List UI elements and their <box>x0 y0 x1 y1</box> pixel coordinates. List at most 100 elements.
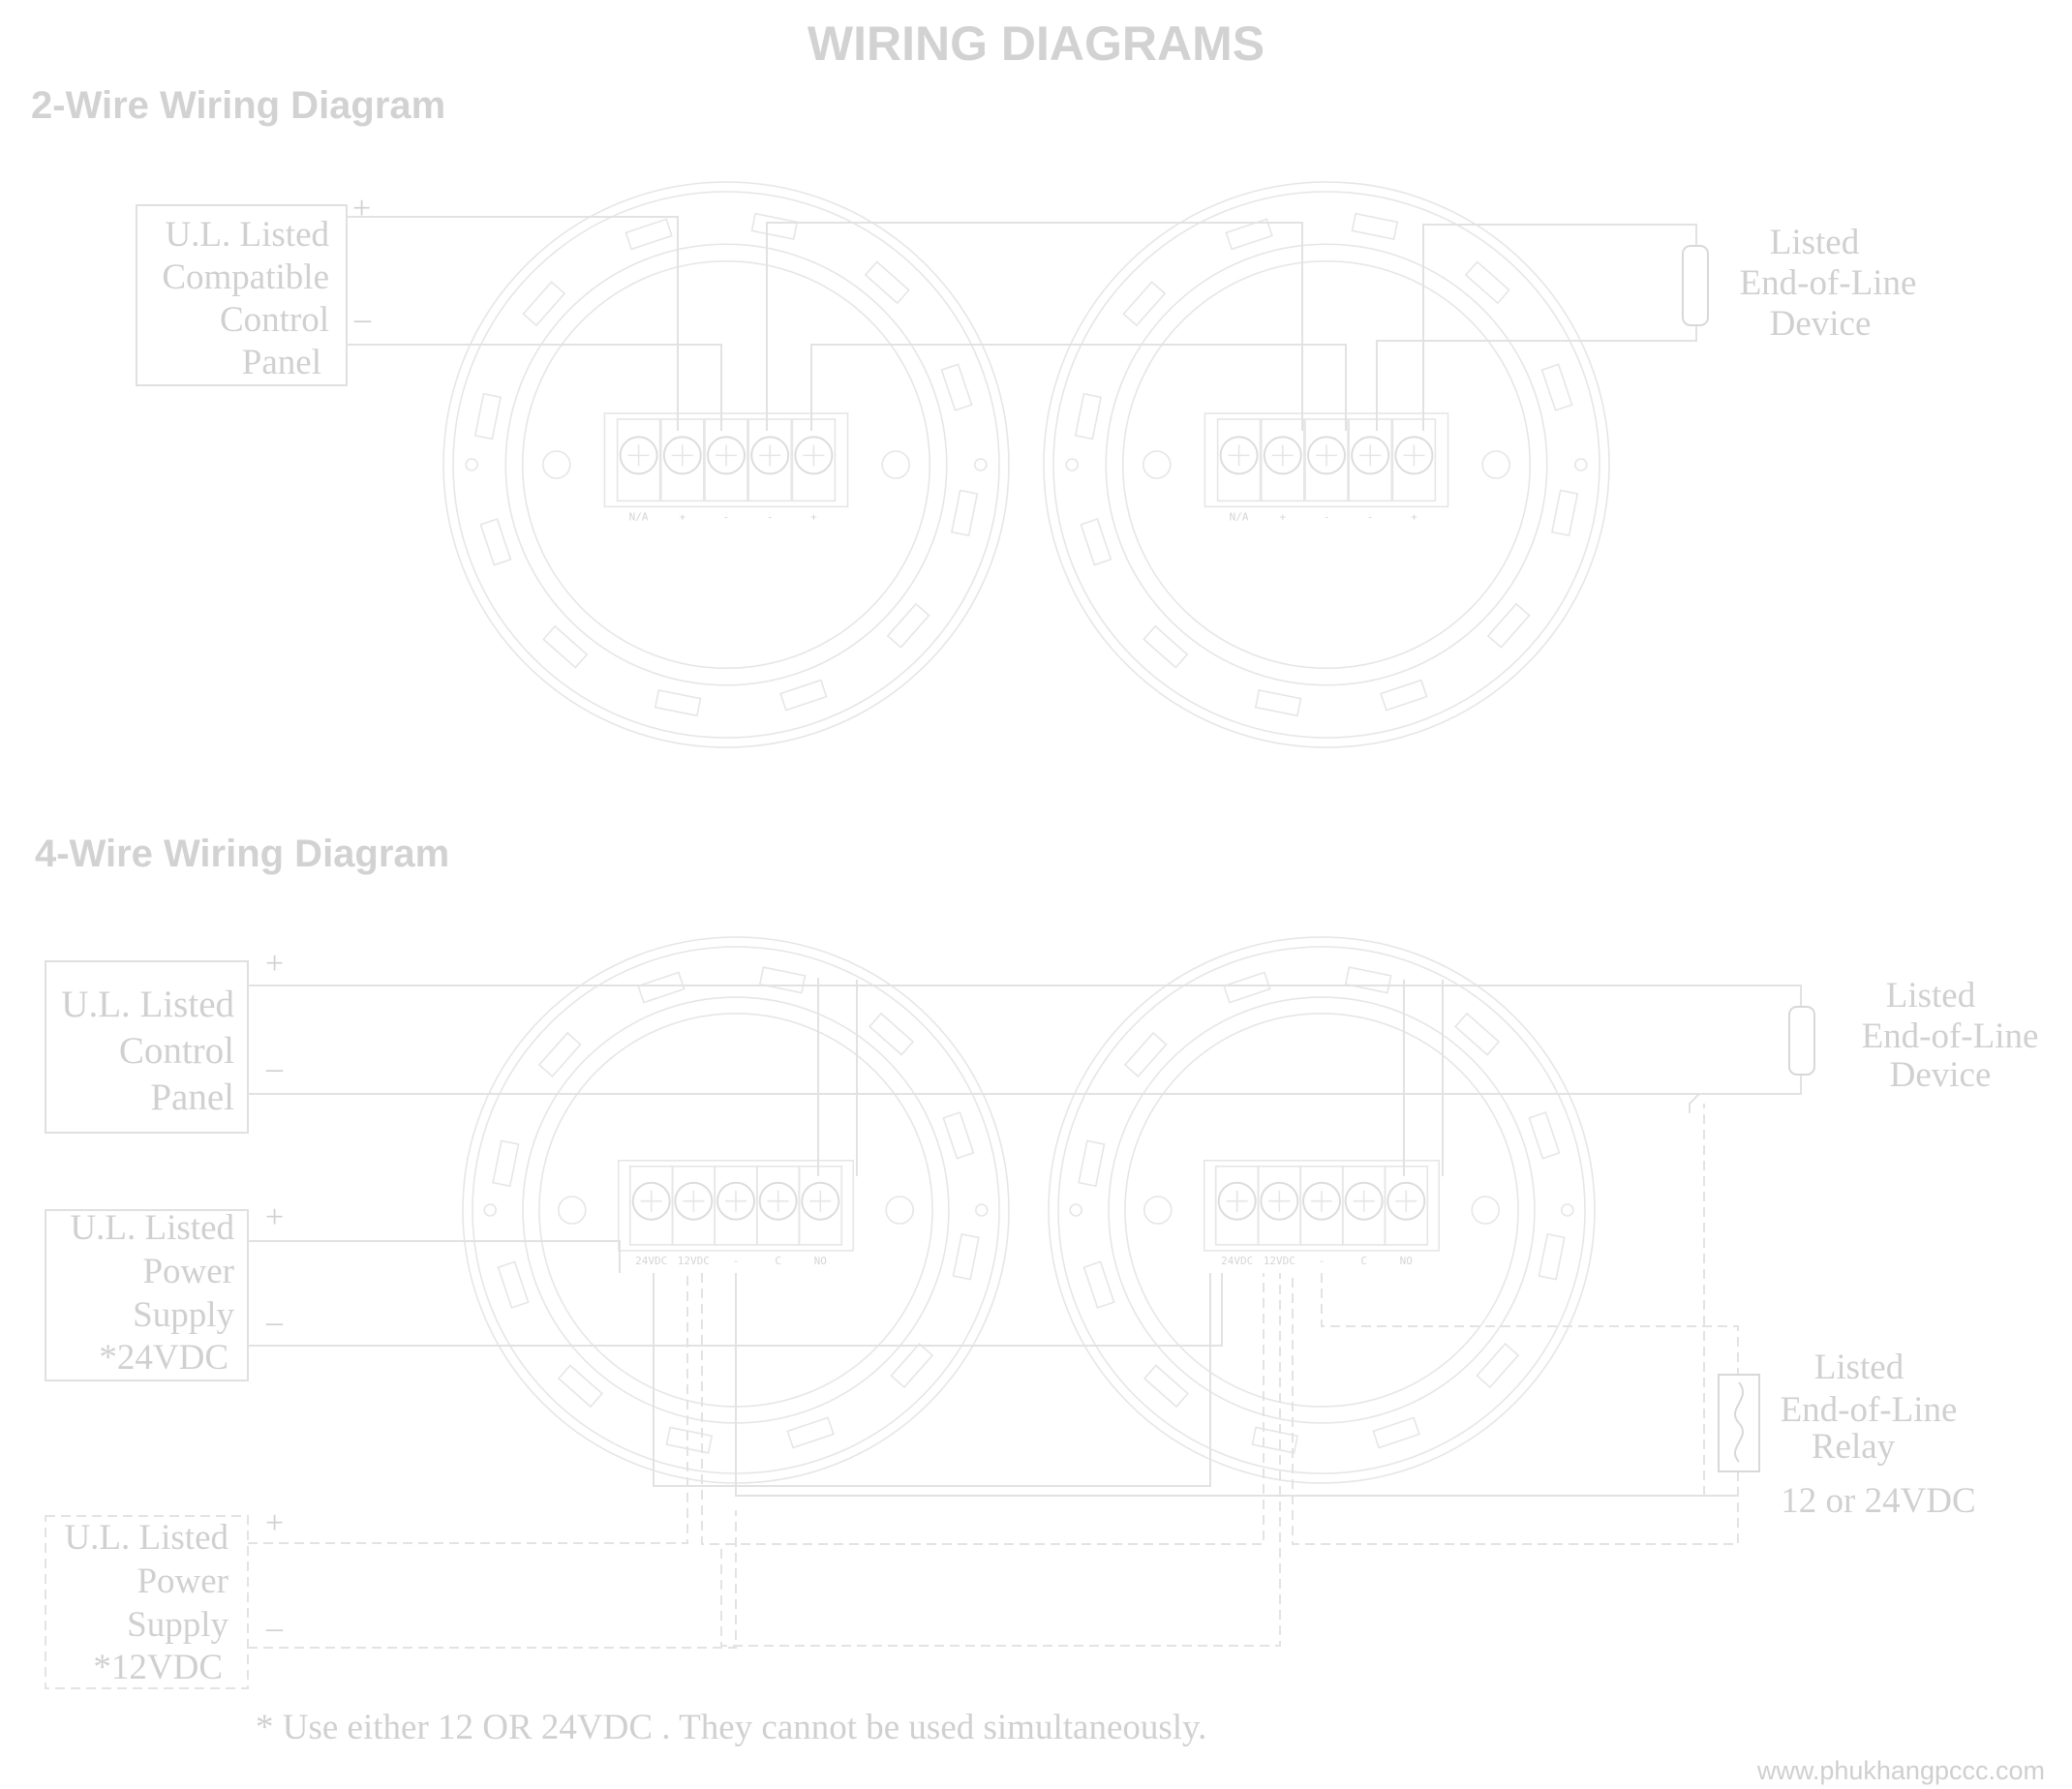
four-wire-panel-plus: + <box>265 946 284 982</box>
mounting-hole-icon <box>1471 1196 1500 1225</box>
mounting-tab <box>654 688 702 717</box>
screw-cross-icon <box>1311 1190 1332 1212</box>
mounting-tab <box>1372 1416 1420 1449</box>
mounting-tab <box>1254 688 1302 717</box>
mounting-tab <box>1082 1260 1115 1309</box>
screw-cross-icon <box>640 1190 662 1212</box>
detector-inner-ring-2 <box>1121 259 1532 670</box>
mounting-hole-icon <box>541 450 571 479</box>
terminal-label: 24VDC <box>1221 1255 1253 1267</box>
two-wire-section: U.L. Listed Compatible Control Panel + –… <box>136 191 1917 431</box>
mounting-tab <box>1351 212 1399 241</box>
four-wire-control-panel-box <box>45 960 249 1134</box>
terminal-label: 24VDC <box>635 1255 667 1267</box>
psu-12-positive-wire <box>248 1273 688 1544</box>
two-wire-detector-2: N/A+--+ <box>1043 181 1610 748</box>
terminal-label: 12VDC <box>678 1255 710 1267</box>
mounting-tab <box>497 1260 530 1309</box>
terminal-label: + <box>1411 510 1417 523</box>
psu-24-plus: + <box>265 1199 284 1235</box>
two-wire-panel-line-1: U.L. Listed <box>165 215 329 255</box>
four-wire-panel-minus: – <box>265 1050 284 1086</box>
terminal-label: N/A <box>629 510 649 523</box>
four-wire-eol-line-2: End-of-Line <box>1862 1016 2039 1056</box>
screw-hole-icon <box>483 1203 498 1217</box>
mounting-tab <box>1344 966 1392 994</box>
mounting-tab <box>522 281 566 327</box>
mounting-tab <box>942 1111 975 1160</box>
page-title: WIRING DIAGRAMS <box>807 16 1265 71</box>
terminal-cell <box>1391 418 1437 502</box>
screw-cross-icon <box>1359 444 1382 467</box>
psu-12-line-4: *12VDC <box>93 1648 223 1687</box>
detector-outer-ring-inner <box>452 191 1000 739</box>
two-wire-eol-device-symbol <box>1682 245 1709 326</box>
mounting-tab <box>1080 518 1112 566</box>
four-wire-eol-line-1: Listed <box>1886 976 1976 1016</box>
mounting-tab <box>779 679 828 712</box>
screw-cross-icon <box>1353 1190 1375 1212</box>
mounting-tab <box>864 260 910 305</box>
mounting-tab <box>1143 624 1189 669</box>
mounting-tab <box>952 1232 980 1281</box>
psu-24-positive-wire <box>248 1240 621 1273</box>
mounting-hole-icon <box>1143 450 1172 479</box>
screw-cross-icon <box>809 1190 832 1212</box>
mounting-hole-icon <box>557 1196 587 1225</box>
terminal-label: + <box>1279 510 1286 523</box>
mounting-tab <box>1078 1139 1106 1188</box>
four-wire-plus-loop <box>248 985 1802 1007</box>
screw-cross-icon <box>1271 444 1294 467</box>
mounting-tab <box>1538 1232 1566 1281</box>
screw-cross-icon <box>1268 1190 1291 1212</box>
mounting-tab <box>1550 489 1579 537</box>
terminal-block-housing <box>1203 1160 1441 1252</box>
four-wire-relay-contact-lead <box>817 978 1700 1176</box>
terminal-label: - <box>767 510 774 523</box>
mounting-tab <box>1453 1012 1501 1056</box>
terminal-label: - <box>1319 1255 1325 1267</box>
psu-12vdc-box <box>45 1515 249 1689</box>
terminal-label: NO <box>1400 1255 1413 1267</box>
detector-inner-ring <box>504 243 948 686</box>
detector-outer-ring <box>442 181 1010 748</box>
screw-cross-icon <box>1403 444 1425 467</box>
detector-inner-ring <box>1105 243 1548 686</box>
mounting-tab <box>1123 1031 1168 1078</box>
mounting-tab <box>492 1139 520 1188</box>
mounting-hole-icon <box>1143 1196 1173 1225</box>
terminal-block-housing <box>1204 412 1449 508</box>
terminal-label: - <box>1324 510 1330 523</box>
relay-line-3: Relay <box>1812 1427 1896 1467</box>
watermark: www.phukhangpccc.com <box>1756 1756 2045 1785</box>
terminal-label: C <box>1360 1255 1367 1267</box>
detector-inner-ring-2 <box>1124 1013 1519 1408</box>
psu-12-line-3: Supply <box>127 1605 229 1645</box>
psu-12-line-2: Power <box>137 1562 229 1601</box>
terminal-label: + <box>810 510 817 523</box>
psu-24-line-1: U.L. Listed <box>70 1208 234 1248</box>
terminal-label: - <box>733 1255 740 1267</box>
four-wire-panel-line-3: Panel <box>150 1076 234 1118</box>
four-wire-section: U.L. Listed Control Panel + – U.L. Liste… <box>45 946 2039 1689</box>
detector-outer-ring <box>1048 936 1596 1484</box>
mounting-tab <box>625 218 673 251</box>
mounting-tab <box>1476 1342 1520 1389</box>
screw-hole-icon <box>973 458 988 471</box>
four-wire-heading: 4-Wire Wiring Diagram <box>35 833 449 875</box>
terminal-cell <box>704 418 748 502</box>
mounting-tab <box>886 602 930 649</box>
two-wire-minus-loop <box>347 340 1692 431</box>
screw-cross-icon <box>725 1190 747 1212</box>
two-wire-eol-leads <box>1685 224 1697 342</box>
terminal-cell <box>1304 418 1349 502</box>
psu-12-line-1: U.L. Listed <box>64 1518 229 1558</box>
screw-cross-icon <box>803 444 825 467</box>
mounting-tab <box>542 624 589 669</box>
two-wire-panel-line-4: Panel <box>242 343 321 382</box>
screw-cross-icon <box>1316 444 1337 467</box>
two-wire-minus-sign: – <box>353 301 372 337</box>
two-wire-eol-line-2: End-of-Line <box>1740 263 1917 303</box>
screw-cross-icon <box>683 1190 705 1212</box>
